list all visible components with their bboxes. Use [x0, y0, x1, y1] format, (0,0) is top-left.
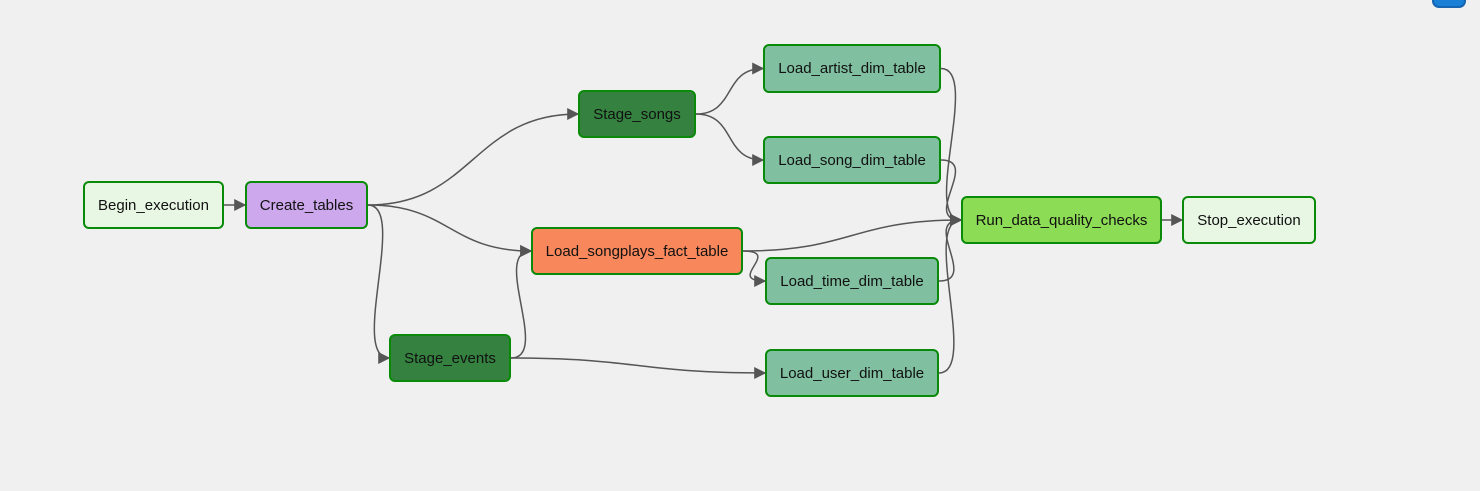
edge-load-song-dim-table-to-run-data-quality-checks	[940, 159, 963, 226]
edge-stage-songs-to-load-song-dim-table	[695, 113, 765, 166]
edge-create-tables-to-stage-songs	[367, 108, 580, 206]
edge-load-songplays-fact-table-to-run-data-quality-checks	[742, 214, 963, 252]
task-load-song-dim-table[interactable]: Load_song_dim_table	[763, 136, 941, 184]
task-begin-execution[interactable]: Begin_execution	[83, 181, 224, 229]
edge-load-songplays-fact-table-to-load-time-dim-table	[742, 250, 767, 287]
edge-create-tables-to-stage-events	[367, 204, 391, 364]
toggle-switch[interactable]	[1432, 0, 1466, 8]
task-stop-execution[interactable]: Stop_execution	[1182, 196, 1316, 244]
task-run-data-quality-checks[interactable]: Run_data_quality_checks	[961, 196, 1162, 244]
edge-stage-songs-to-load-artist-dim-table	[695, 62, 765, 115]
edge-load-artist-dim-table-to-run-data-quality-checks	[940, 67, 963, 226]
task-load-user-dim-table[interactable]: Load_user_dim_table	[765, 349, 939, 397]
edge-load-time-dim-table-to-run-data-quality-checks	[938, 214, 963, 282]
task-create-tables[interactable]: Create_tables	[245, 181, 368, 229]
task-stage-events[interactable]: Stage_events	[389, 334, 511, 382]
task-load-songplays-fact-table[interactable]: Load_songplays_fact_table	[531, 227, 743, 275]
task-stage-songs[interactable]: Stage_songs	[578, 90, 696, 138]
edge-create-tables-to-load-songplays-fact-table	[367, 204, 533, 257]
task-load-artist-dim-table[interactable]: Load_artist_dim_table	[763, 44, 941, 93]
edge-load-user-dim-table-to-run-data-quality-checks	[938, 214, 963, 374]
edge-stage-events-to-load-songplays-fact-table	[510, 245, 533, 359]
task-load-time-dim-table[interactable]: Load_time_dim_table	[765, 257, 939, 305]
edge-stage-events-to-load-user-dim-table	[510, 357, 767, 379]
